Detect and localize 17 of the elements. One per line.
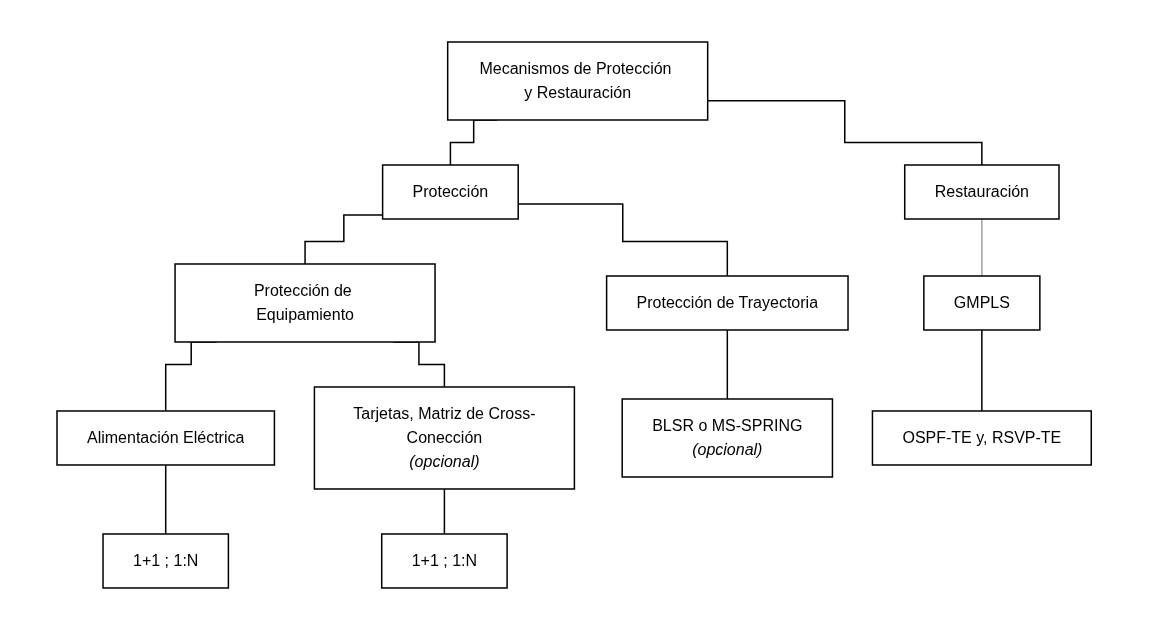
node-box: Protección de Trayectoria xyxy=(606,275,850,331)
node-box: Protección de Equipamiento xyxy=(174,263,437,343)
node-box: Tarjetas, Matriz de Cross-Conección (opcional) xyxy=(314,386,576,490)
node-box: 1+1 ; 1:N xyxy=(102,533,230,589)
connector xyxy=(165,464,167,535)
node-box: Mecanismos de Protección y Restauración xyxy=(447,41,709,121)
connector xyxy=(444,488,446,535)
node-box: Protección xyxy=(382,164,520,220)
node-box: BLSR o MS-SPRING (opcional) xyxy=(621,398,834,478)
node-box: GMPLS xyxy=(923,275,1041,331)
connector xyxy=(981,218,983,277)
node-box: 1+1 ; 1:N xyxy=(381,533,509,589)
node-box: OSPF-TE y, RSVP-TE xyxy=(872,410,1093,466)
node-box: Alimentación Eléctrica xyxy=(56,410,276,466)
connector xyxy=(726,329,729,400)
node-box: Restauración xyxy=(904,164,1061,220)
connector xyxy=(981,329,983,412)
